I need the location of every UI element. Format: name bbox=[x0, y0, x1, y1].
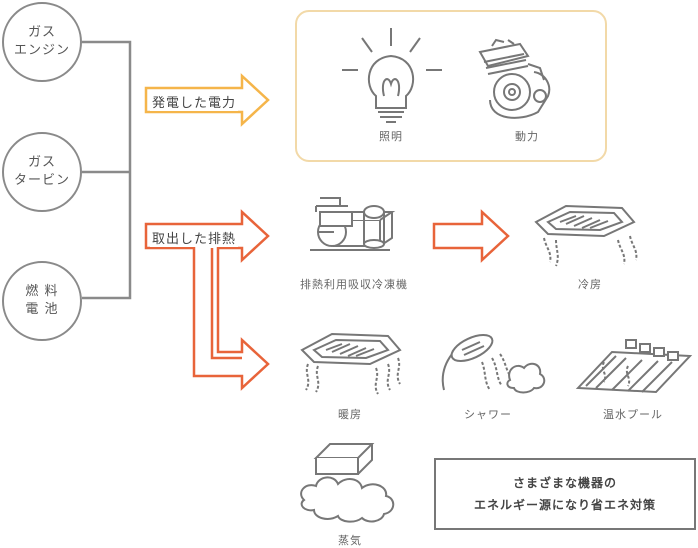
shower-icon bbox=[441, 334, 546, 394]
source-gas-engine: ガス エンジン bbox=[2, 2, 82, 82]
chiller-to-cooling-arrow bbox=[432, 209, 510, 263]
absorption-chiller-icon bbox=[310, 197, 396, 251]
heat-arrow bbox=[144, 209, 270, 391]
heated-pool-caption: 温水プール bbox=[603, 408, 663, 421]
source-gas-turbine: ガス タービン bbox=[2, 132, 82, 212]
steam-icon bbox=[300, 443, 395, 523]
lighting-caption: 照明 bbox=[379, 130, 403, 143]
heated-pool-icon bbox=[575, 339, 693, 394]
heat-flow-label: 取出した排熱 bbox=[150, 228, 239, 247]
summary-box: さまざまな機器の エネルギー源になり省エネ対策 bbox=[434, 458, 696, 530]
steam-caption: 蒸気 bbox=[338, 534, 362, 547]
power-flow-label: 発電した電力 bbox=[150, 92, 239, 111]
source-gas-engine-label: ガス エンジン bbox=[13, 25, 70, 58]
ceiling-ac-heating-icon bbox=[300, 332, 402, 395]
engine-icon bbox=[478, 38, 551, 119]
source-fuel-cell-label: 燃 料 電 池 bbox=[25, 284, 59, 317]
light-bulb-icon bbox=[342, 28, 442, 123]
absorption-chiller-caption: 排熱利用吸収冷凍機 bbox=[300, 278, 408, 291]
power-output-box bbox=[295, 10, 607, 162]
source-fuel-cell: 燃 料 電 池 bbox=[2, 261, 82, 341]
source-bracket bbox=[82, 40, 132, 300]
shower-caption: シャワー bbox=[464, 408, 512, 421]
ceiling-ac-cooling-icon bbox=[534, 204, 638, 267]
source-gas-turbine-label: ガス タービン bbox=[13, 155, 70, 188]
cooling-caption: 冷房 bbox=[578, 278, 602, 291]
heating-caption: 暖房 bbox=[338, 408, 362, 421]
summary-line-1: さまざまな機器の bbox=[512, 476, 617, 490]
summary-line-2: エネルギー源になり省エネ対策 bbox=[473, 498, 656, 512]
motive-power-caption: 動力 bbox=[515, 130, 539, 143]
